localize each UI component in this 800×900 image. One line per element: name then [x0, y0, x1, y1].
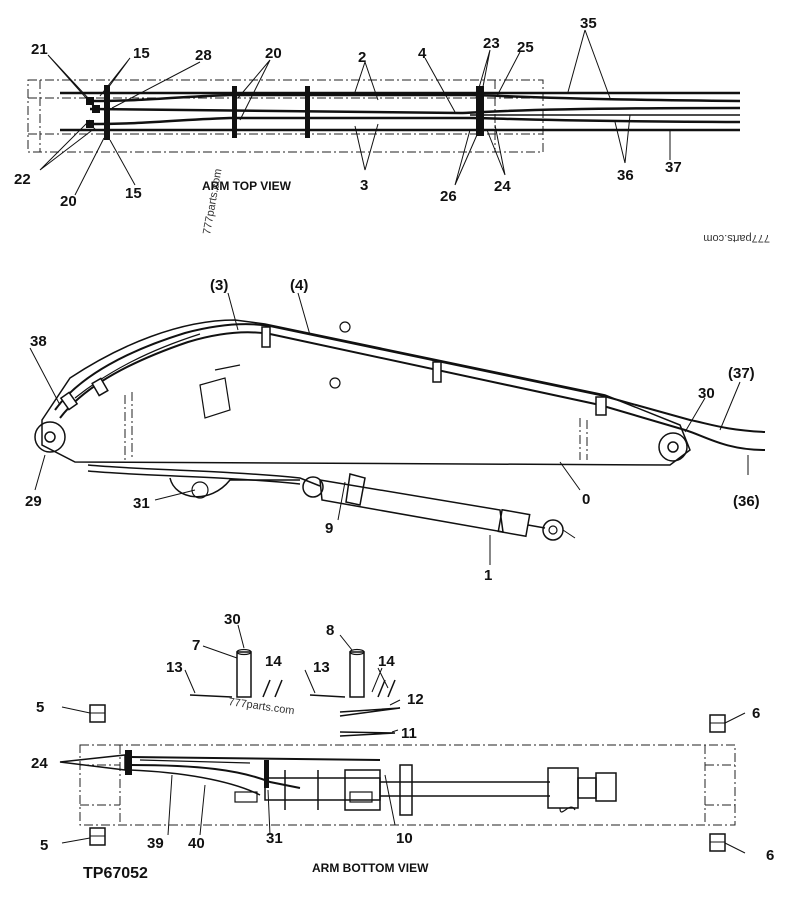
callout-6-bottom: 6 — [766, 847, 774, 864]
callout-37-top: 37 — [665, 159, 682, 176]
callout-25: 25 — [517, 39, 534, 56]
clamp-top-4 — [476, 86, 484, 136]
callout-(37): (37) — [728, 365, 755, 382]
callout-35: 35 — [580, 15, 597, 32]
pin-right — [658, 432, 688, 462]
arm-side-view: (3) (4) 38 29 31 9 1 0 30 (37) (36) — [25, 277, 766, 584]
callout-22: 22 — [14, 171, 31, 188]
callout-12: 12 — [407, 691, 424, 708]
callout-21: 21 — [31, 41, 48, 58]
callout-11: 11 — [401, 725, 417, 742]
callout-28: 28 — [195, 47, 212, 64]
clamp-top-3 — [305, 86, 310, 138]
callout-20: 20 — [265, 45, 282, 62]
callout-10: 10 — [396, 830, 413, 847]
callout-14-right: 14 — [378, 653, 395, 670]
clamp-top-1 — [104, 85, 110, 140]
callout-15: 15 — [133, 45, 150, 62]
clamp-top-2 — [232, 86, 237, 138]
callout-24-top: 24 — [494, 178, 511, 195]
callout-31-bottom: 31 — [266, 830, 283, 847]
pin-left — [34, 421, 66, 453]
callout-(36): (36) — [733, 493, 760, 510]
arm-top-view: 21 15 28 20 2 4 23 25 35 22 20 15 3 26 2… — [14, 15, 741, 210]
callout-13-left: 13 — [166, 659, 183, 676]
callout-13-right: 13 — [313, 659, 330, 676]
callout-(3): (3) — [210, 277, 228, 294]
callout-1: 1 — [484, 567, 492, 584]
callout-20-lower: 20 — [60, 193, 77, 210]
callout-23: 23 — [483, 35, 500, 52]
callout-5-top: 5 — [36, 699, 44, 716]
callout-4: 4 — [418, 45, 427, 62]
arm-top-outline — [27, 79, 544, 153]
figure-id: TP67052 — [83, 865, 148, 882]
pin-7 — [236, 648, 252, 698]
callout-24-bottom: 24 — [31, 755, 48, 772]
callout-30-side: 30 — [698, 385, 715, 402]
arm-body — [41, 319, 691, 466]
watermark-2: 777parts.com — [703, 232, 770, 244]
callout-15-lower: 15 — [125, 185, 142, 202]
callout-(4): (4) — [290, 277, 308, 294]
callout-40: 40 — [188, 835, 205, 852]
arm-bottom-view: 30 7 8 14 13 13 14 12 11 5 6 24 39 40 31… — [31, 611, 774, 882]
callout-7: 7 — [192, 637, 200, 654]
callout-36-top: 36 — [617, 167, 634, 184]
callout-8: 8 — [326, 622, 334, 639]
callout-6-top: 6 — [752, 705, 760, 722]
callout-26: 26 — [440, 188, 457, 205]
callout-0: 0 — [582, 491, 590, 508]
callout-2: 2 — [358, 49, 366, 66]
caption-arm-bottom-view: ARM BOTTOM VIEW — [312, 861, 429, 875]
callout-30-bottom: 30 — [224, 611, 241, 628]
callout-39: 39 — [147, 835, 164, 852]
callout-29: 29 — [25, 493, 42, 510]
callout-3: 3 — [360, 177, 368, 194]
arm-cylinder — [302, 473, 576, 541]
callout-5-bottom: 5 — [40, 837, 48, 854]
caption-arm-top-view: ARM TOP VIEW — [202, 179, 292, 193]
pin-8 — [349, 648, 365, 698]
watermark-1: 777parts.com — [201, 168, 224, 236]
watermark-3: 777parts.com — [228, 696, 296, 717]
callout-38: 38 — [30, 333, 47, 350]
arm-bottom-outline — [79, 744, 736, 826]
callout-9: 9 — [325, 520, 333, 537]
callout-31-side: 31 — [133, 495, 150, 512]
callout-14-left: 14 — [265, 653, 282, 670]
arrow-pointer-icon — [59, 754, 126, 771]
